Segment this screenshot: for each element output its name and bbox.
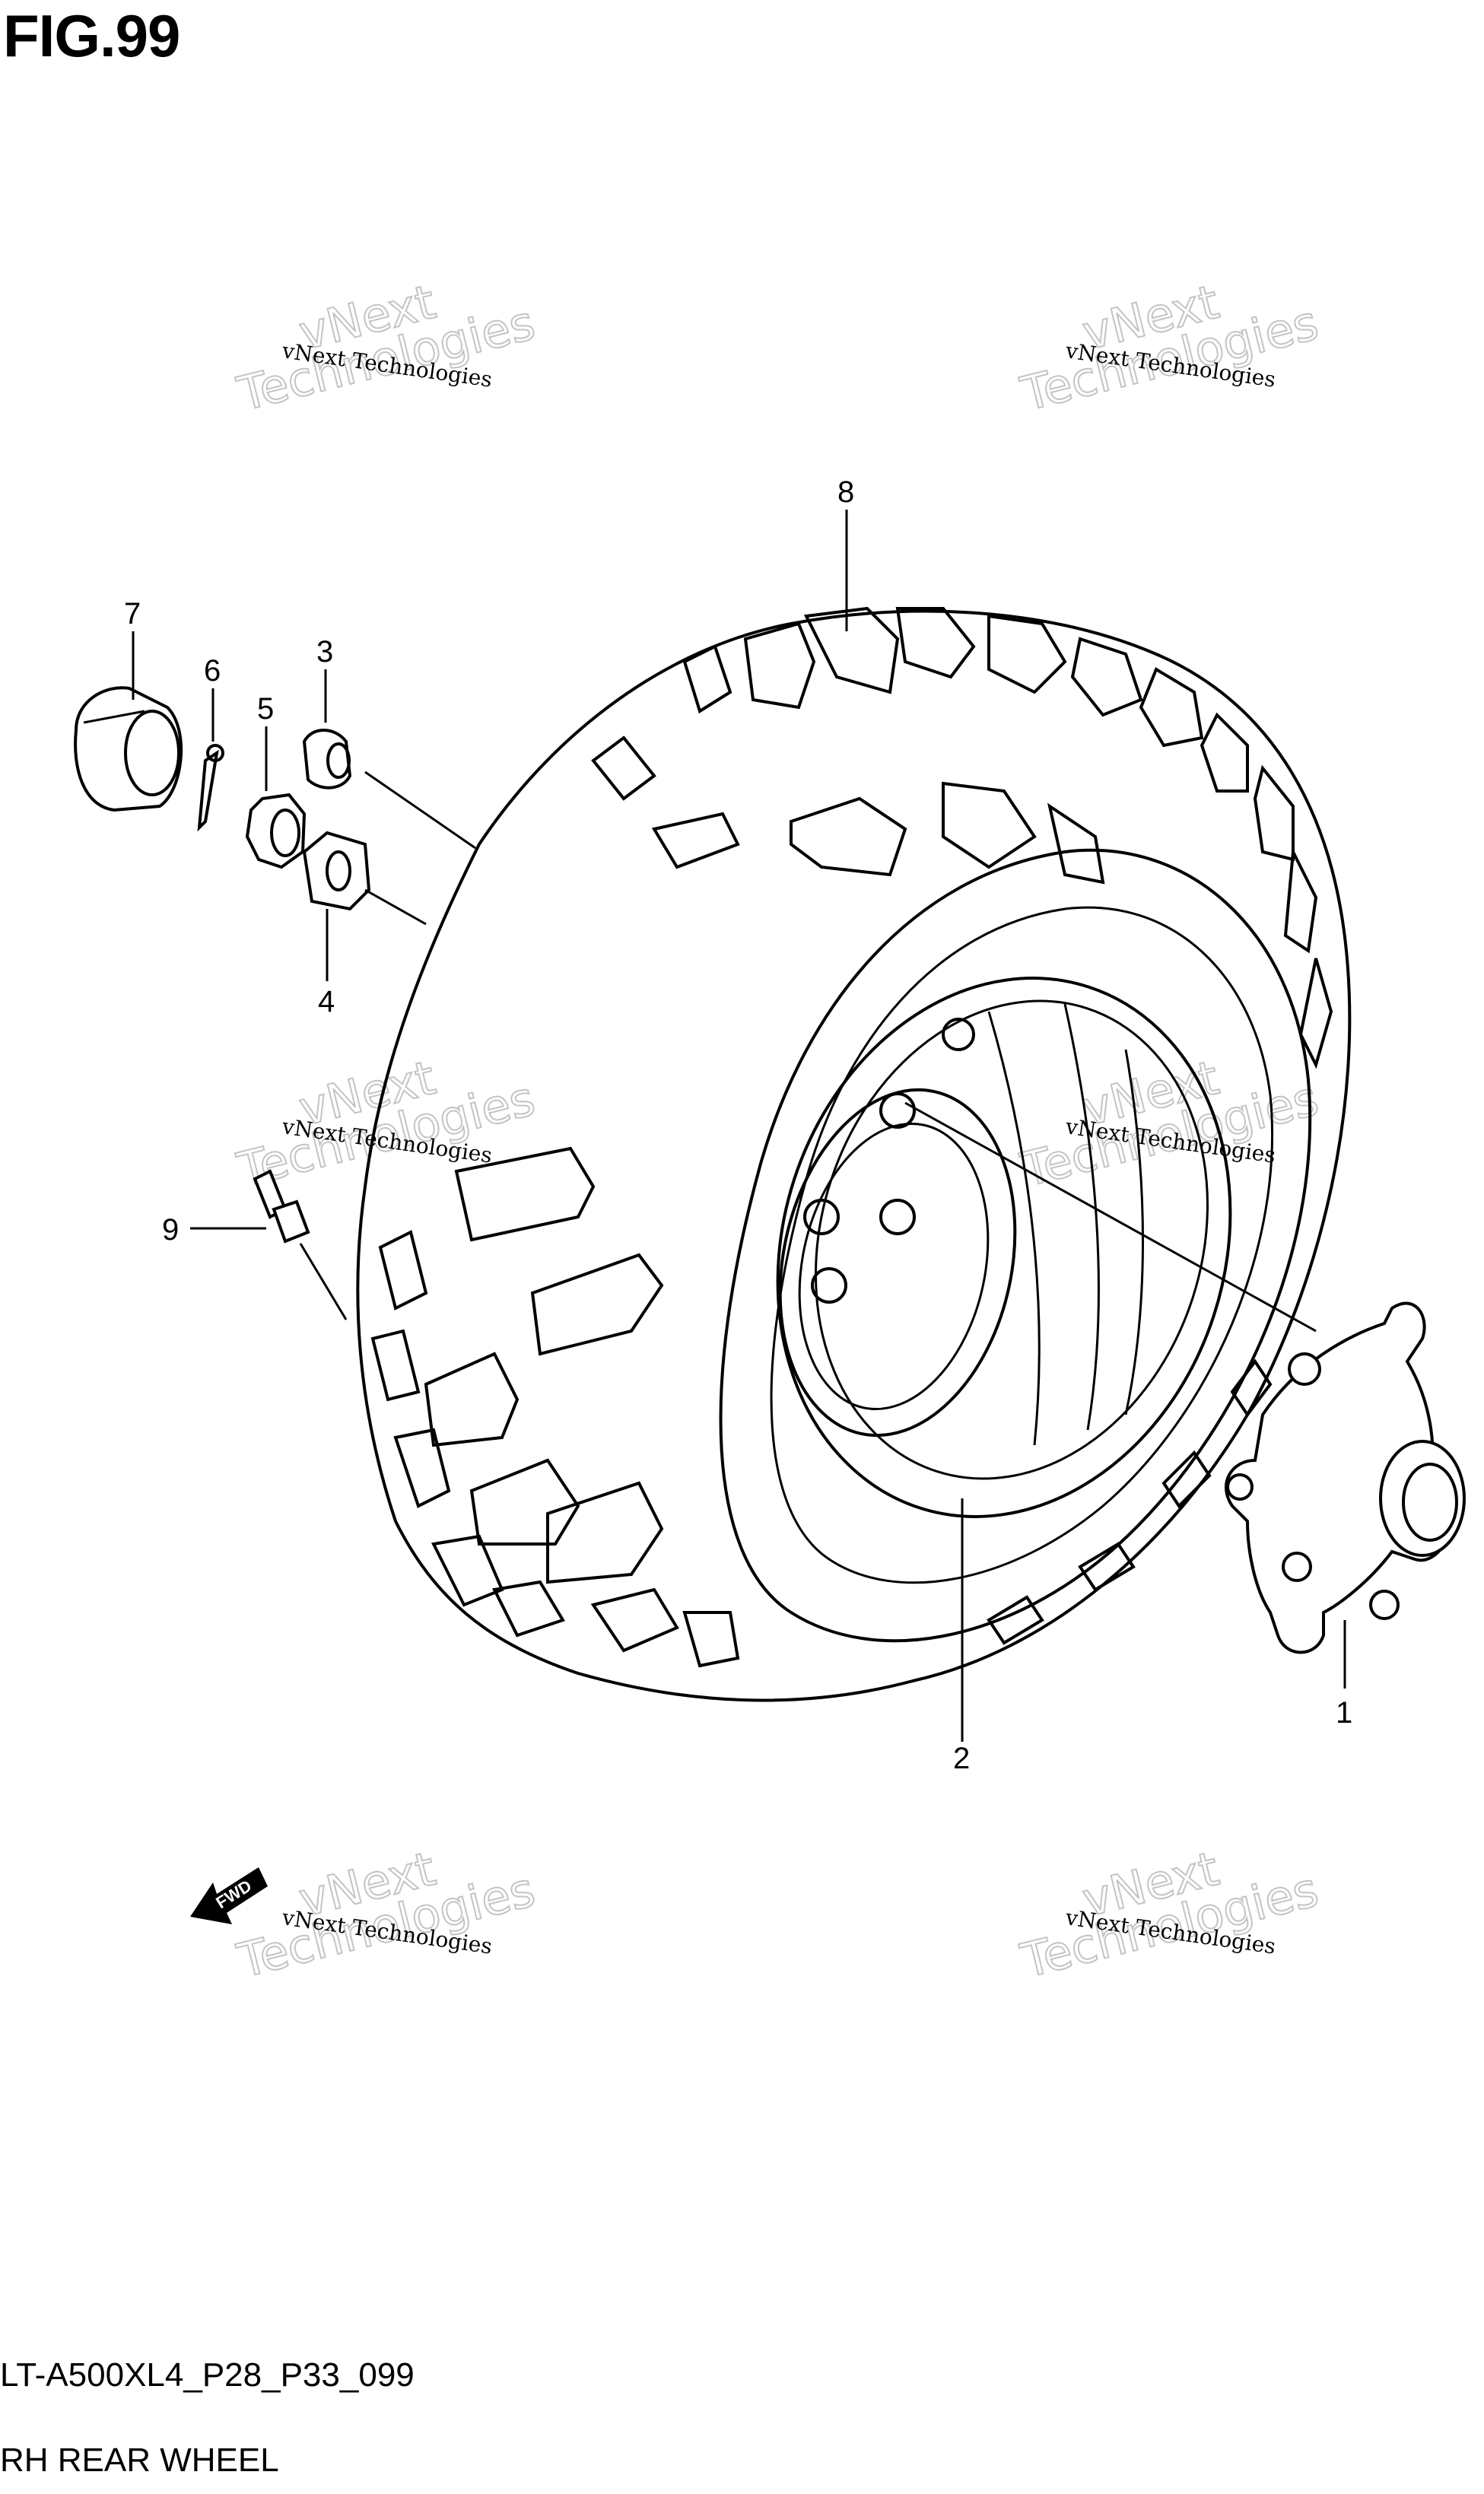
wheel-cap-part-7 (74, 686, 183, 812)
watermark-top-left: Technologies vNext vNext Technologies (231, 273, 541, 423)
callout-8: 8 (837, 475, 854, 509)
leader-lines (132, 510, 1346, 1742)
diagram-caption: RH REAR WHEEL (0, 2442, 279, 2479)
callout-9: 9 (162, 1213, 179, 1247)
diagram-code: LT-A500XL4_P28_P33_099 (0, 2356, 415, 2394)
watermark-top-right: Technologies vNext vNext Technologies (1015, 273, 1324, 423)
tire-drawing (356, 606, 1352, 1702)
wheel-hub-part-1 (1224, 1301, 1466, 1654)
figure-title: FIG.99 (3, 2, 180, 69)
callout-7: 7 (124, 597, 141, 631)
callout-labels: 1 2 3 4 5 6 7 8 9 (124, 475, 1352, 1775)
callout-1: 1 (1336, 1696, 1352, 1730)
watermark-bottom-right: Technologies vNext vNext Technologies (1015, 1840, 1324, 1990)
watermark-mid-left: Technologies vNext vNext Technologies (231, 1049, 541, 1199)
callout-3: 3 (316, 635, 333, 669)
nut-part-3 (302, 729, 352, 790)
wheel-rim-drawing (776, 977, 1232, 1518)
watermark-bottom-left: Technologies vNext vNext Technologies (231, 1840, 541, 1990)
washer-part-4 (302, 831, 371, 911)
forward-arrow-icon: FWD (190, 1867, 268, 1924)
callout-4: 4 (318, 985, 335, 1018)
callout-6: 6 (204, 654, 221, 688)
castle-nut-part-5 (245, 793, 307, 869)
callout-5: 5 (257, 692, 274, 726)
cotter-pin-part-6 (197, 744, 224, 832)
callout-2: 2 (953, 1742, 970, 1775)
air-valve-part-9 (253, 1169, 310, 1244)
